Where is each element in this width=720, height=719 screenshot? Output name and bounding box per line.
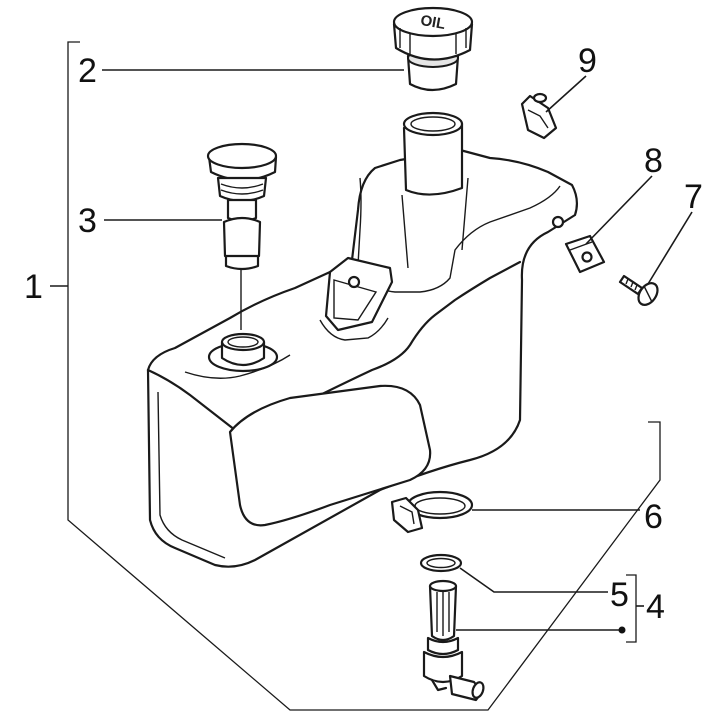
oil-filler-cap: OIL [392, 6, 474, 92]
sealing-ring [419, 553, 463, 573]
leader-5 [459, 567, 608, 593]
callout-4: 4 [646, 588, 665, 626]
hose-clamp [390, 490, 474, 534]
mounting-tab [324, 256, 394, 332]
leader-9 [545, 75, 587, 113]
oil-tank [146, 148, 579, 568]
leader-lines [102, 69, 693, 634]
callout-7: 7 [684, 178, 703, 216]
callout-8: 8 [644, 142, 663, 180]
leader-8 [585, 175, 653, 245]
callout-1: 1 [24, 268, 43, 306]
cap-oil-text: OIL [419, 12, 447, 33]
assembly-frame-4 [626, 574, 644, 643]
callout-numbers: 1 2 3 4 5 6 7 8 9 [24, 42, 703, 626]
speed-nut [564, 234, 606, 274]
screw [618, 274, 659, 306]
lower-fill-port [207, 332, 279, 373]
leader-4-dot [618, 626, 626, 634]
assembly-frame-1 [50, 41, 661, 711]
callout-2: 2 [78, 52, 97, 90]
filler-neck [402, 111, 464, 196]
spring-clip [520, 92, 558, 140]
dipstick-plug [206, 142, 278, 271]
callout-3: 3 [78, 202, 97, 240]
callout-5: 5 [610, 576, 629, 614]
callout-6: 6 [644, 498, 663, 536]
leader-7 [647, 211, 693, 285]
oil-tap [422, 579, 485, 702]
callout-9: 9 [578, 42, 597, 80]
